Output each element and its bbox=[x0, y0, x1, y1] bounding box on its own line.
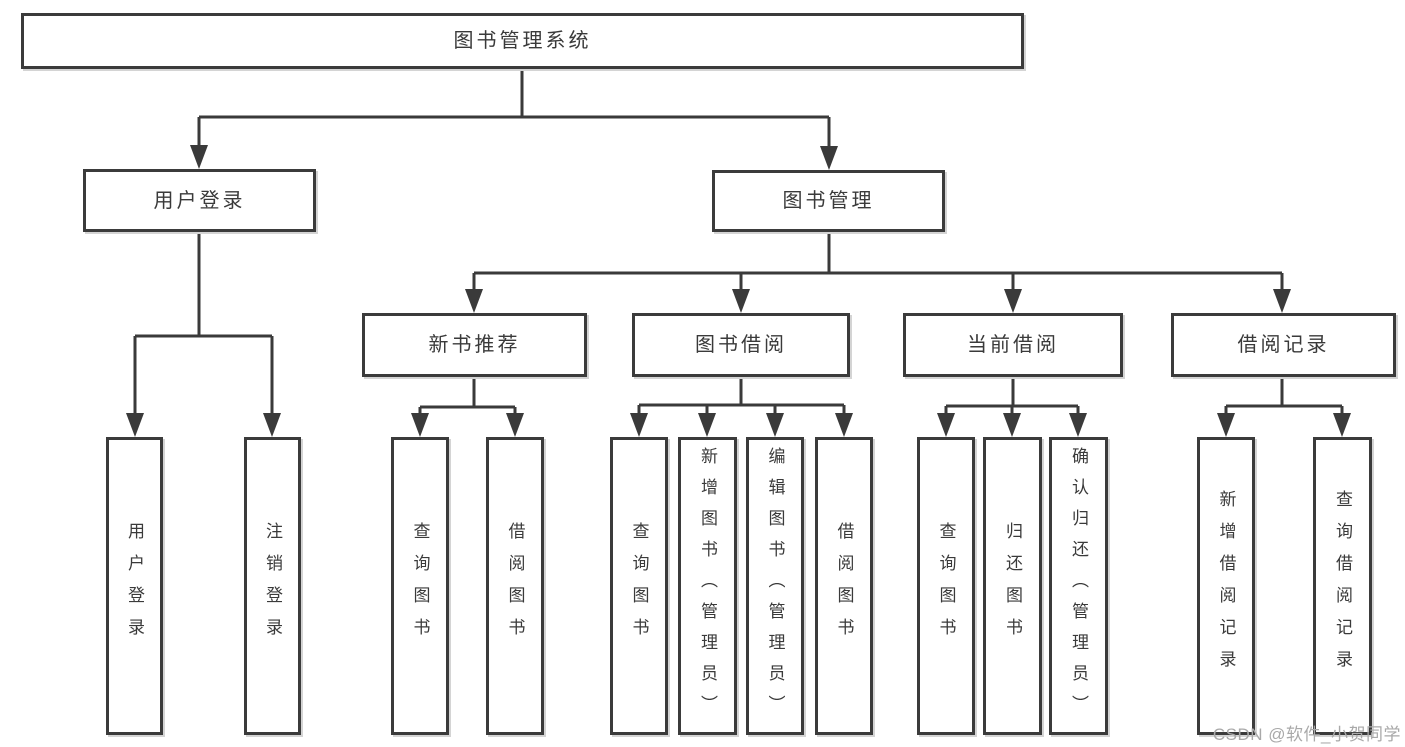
arrowhead-icon bbox=[506, 413, 524, 437]
arrowhead-icon bbox=[411, 413, 429, 437]
arrowhead-icon bbox=[732, 289, 750, 313]
arrowhead-icon bbox=[263, 413, 281, 437]
leaf-borrow-borrow-books: 借阅图书 bbox=[815, 437, 873, 735]
arrowhead-icon bbox=[1004, 289, 1022, 313]
arrowhead-icon bbox=[126, 413, 144, 437]
node-library-management-system: 图书管理系统 bbox=[21, 13, 1024, 69]
leaf-borrow-add-books-admin: 新增图书（管理员） bbox=[678, 437, 737, 735]
arrowhead-icon bbox=[190, 145, 208, 169]
leaf-current-return-books: 归还图书 bbox=[983, 437, 1042, 735]
arrowhead-icon bbox=[1069, 413, 1087, 437]
arrowhead-icon bbox=[766, 413, 784, 437]
arrowhead-icon bbox=[1333, 413, 1351, 437]
leaf-newbook-borrow-books: 借阅图书 bbox=[486, 437, 544, 735]
leaf-current-query-books: 查询图书 bbox=[917, 437, 975, 735]
arrowheads bbox=[126, 145, 1351, 437]
leaf-logout: 注销登录 bbox=[244, 437, 301, 735]
node-book-borrowing: 图书借阅 bbox=[632, 313, 850, 377]
arrowhead-icon bbox=[1217, 413, 1235, 437]
leaf-records-query-record: 查询借阅记录 bbox=[1313, 437, 1372, 735]
leaf-borrow-query-books: 查询图书 bbox=[610, 437, 668, 735]
leaf-borrow-edit-books-admin: 编辑图书（管理员） bbox=[746, 437, 804, 735]
node-new-book-recommendation: 新书推荐 bbox=[362, 313, 587, 377]
tree-edges bbox=[133, 69, 1344, 415]
node-user-login: 用户登录 bbox=[83, 169, 316, 232]
leaf-current-confirm-return-admin: 确认归还（管理员） bbox=[1049, 437, 1108, 735]
node-borrowing-records: 借阅记录 bbox=[1171, 313, 1396, 377]
arrowhead-icon bbox=[1273, 289, 1291, 313]
arrowhead-icon bbox=[835, 413, 853, 437]
arrowhead-icon bbox=[1003, 413, 1021, 437]
leaf-user-login: 用户登录 bbox=[106, 437, 163, 735]
arrowhead-icon bbox=[698, 413, 716, 437]
leaf-newbook-query-books: 查询图书 bbox=[391, 437, 449, 735]
node-book-management: 图书管理 bbox=[712, 170, 945, 232]
arrowhead-icon bbox=[937, 413, 955, 437]
arrowhead-icon bbox=[630, 413, 648, 437]
node-current-borrowing: 当前借阅 bbox=[903, 313, 1123, 377]
arrowhead-icon bbox=[465, 289, 483, 313]
csdn-watermark: CSDN @软件_小贺同学 bbox=[1212, 725, 1401, 744]
arrowhead-icon bbox=[820, 146, 838, 170]
leaf-records-add-record: 新增借阅记录 bbox=[1197, 437, 1255, 735]
